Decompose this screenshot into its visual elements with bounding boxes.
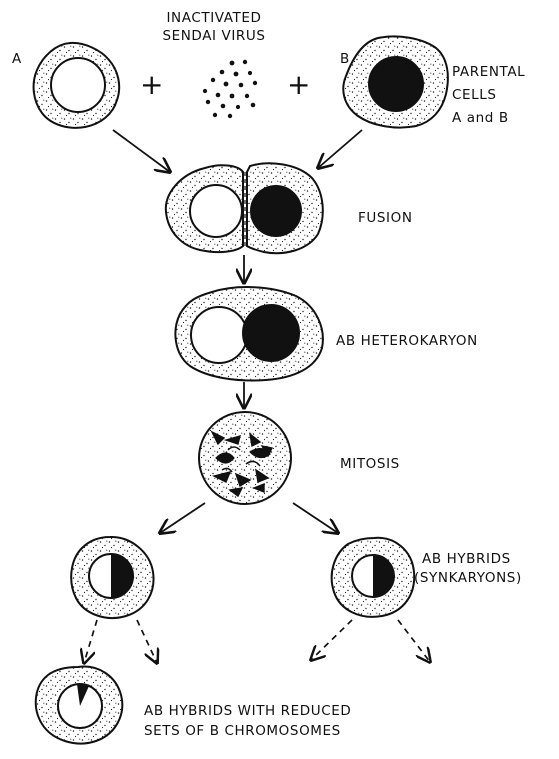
heterokaryon-label: AB HETEROKARYON xyxy=(336,333,478,349)
arrow-mitosis-to-right-hybrid xyxy=(293,503,338,533)
hybrid-cell-right xyxy=(332,538,415,617)
cell-b-label: B xyxy=(340,51,350,67)
heterokaryon-nucleus-b xyxy=(243,305,299,361)
arrow-mitosis-to-left-hybrid xyxy=(160,503,205,533)
virus-label-line1: INACTIVATED xyxy=(166,10,261,26)
parental-label-line1: PARENTAL xyxy=(452,64,525,80)
sendai-virus-particles xyxy=(203,60,257,118)
heterokaryon-nucleus-a xyxy=(191,307,247,363)
fusion-nucleus-a xyxy=(190,185,242,237)
fusion-nucleus-b xyxy=(251,186,301,236)
virus-label-line2: SENDAI VIRUS xyxy=(162,28,265,44)
reduced-label-line1: AB HYBRIDS WITH REDUCED xyxy=(144,703,351,719)
mitosis-label: MITOSIS xyxy=(340,456,400,472)
nucleus-b xyxy=(369,57,423,111)
cell-a-label: A xyxy=(12,51,22,67)
dashed-arrow-left-2 xyxy=(137,620,157,663)
reduced-label-line2: SETS OF B CHROMOSOMES xyxy=(144,723,341,739)
parental-cell-b xyxy=(343,36,448,127)
dashed-arrow-left-1 xyxy=(84,620,97,663)
arrow-b-to-fusion xyxy=(318,130,362,168)
hybrids-label-line1: AB HYBRIDS xyxy=(422,551,511,567)
heterokaryon-cell xyxy=(175,287,322,380)
fusing-cells xyxy=(166,163,323,253)
plus-sign-1: + xyxy=(140,68,164,101)
hybrids-label-line2: (SYNKARYONS) xyxy=(414,570,522,586)
nucleus-a xyxy=(51,58,105,112)
mitosis-cell xyxy=(199,412,291,504)
parental-label-line3: A and B xyxy=(452,110,509,126)
arrow-a-to-fusion xyxy=(113,130,170,172)
dashed-arrow-right-2 xyxy=(398,620,430,662)
parental-label-line2: CELLS xyxy=(452,87,497,103)
hybrid-cell-left xyxy=(71,537,153,618)
parental-cell-a xyxy=(34,43,120,128)
dashed-arrow-right-1 xyxy=(311,620,352,660)
reduced-hybrid-cell xyxy=(36,667,123,744)
plus-sign-2: + xyxy=(287,68,311,101)
fusion-label: FUSION xyxy=(358,210,413,226)
